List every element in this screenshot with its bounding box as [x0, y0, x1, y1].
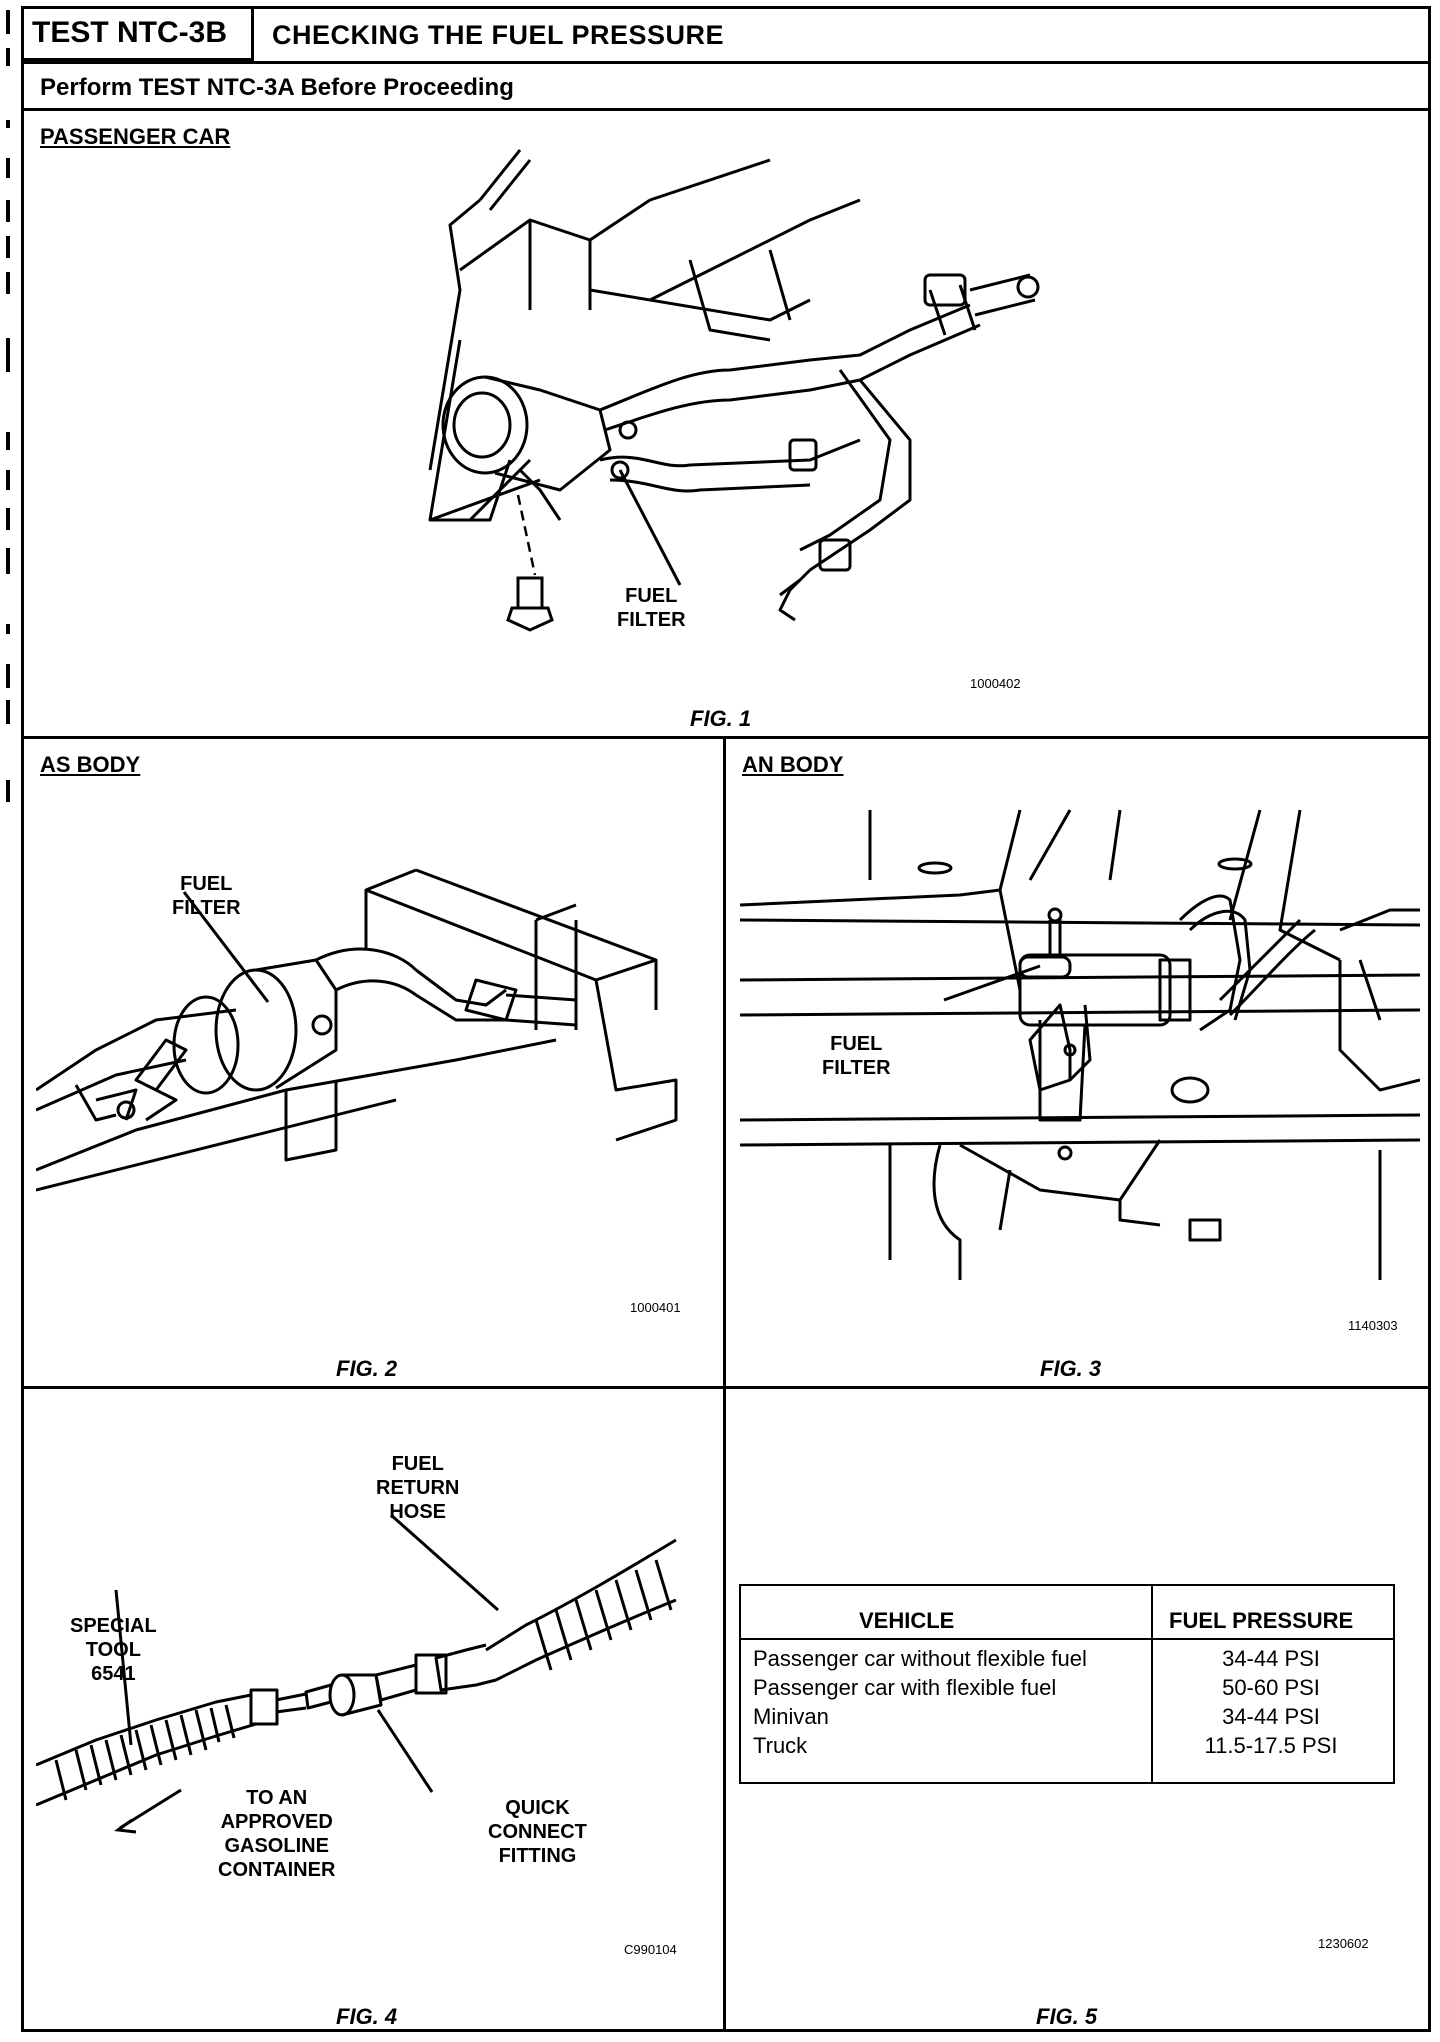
table-row-pressure: 34-44 PSI [1222, 1646, 1320, 1671]
fuel-filter-passenger-car-illustration [428, 149, 1040, 632]
test-id-box: TEST NTC-3B [24, 9, 254, 61]
fig4-container-label: TO AN APPROVED GASOLINE CONTAINER [218, 1787, 336, 1881]
fuel-filter-an-body-illustration [740, 809, 1420, 1280]
table-header-divider [741, 1638, 1393, 1640]
table-header-vehicle: VEHICLE [859, 1608, 955, 1633]
page-frame [21, 6, 1431, 2032]
page-subtitle: Perform TEST NTC-3A Before Proceeding [40, 74, 514, 101]
table-row-vehicle: Passenger car with flexible fuel [753, 1675, 1057, 1700]
fig1-section-title: PASSENGER CAR [40, 124, 231, 149]
subtitle-divider [24, 108, 1428, 111]
table-column-divider [1151, 1586, 1153, 1782]
scan-edge-marks [6, 10, 10, 802]
fig2-section-title: AS BODY [40, 752, 141, 777]
table-row-pressure: 34-44 PSI [1222, 1704, 1320, 1729]
page-title: CHECKING THE FUEL PRESSURE [272, 20, 725, 50]
fig23-bottom-divider [24, 1386, 1428, 1389]
fig2-image-code: 1000401 [630, 1300, 681, 1315]
bottom-row-divider [723, 1386, 726, 2029]
fig1-caption: FIG. 1 [690, 706, 752, 731]
fig1-fuel-filter-label: FUEL FILTER [617, 585, 686, 631]
fig4-caption: FIG. 4 [336, 2004, 398, 2029]
fig1-image-code: 1000402 [970, 676, 1021, 691]
table-row-pressure: 50-60 PSI [1222, 1675, 1320, 1700]
fig3-fuel-filter-label: FUEL FILTER [822, 1033, 891, 1079]
fig4-image-code: C990104 [624, 1942, 677, 1957]
table-row-vehicle: Passenger car without flexible fuel [753, 1646, 1087, 1671]
table-row-pressure: 11.5-17.5 PSI [1204, 1733, 1338, 1758]
fuel-pressure-table: VEHICLE FUEL PRESSURE Passenger car with… [739, 1584, 1395, 1784]
fig2-fuel-filter-label: FUEL FILTER [172, 873, 241, 919]
fig3-section-title: AN BODY [742, 752, 844, 777]
fig2-caption: FIG. 2 [336, 1356, 398, 1381]
middle-row-divider [723, 736, 726, 1386]
fig3-image-code: 1140303 [1348, 1318, 1398, 1333]
table-row-vehicle: Truck [753, 1733, 808, 1758]
fig1-bottom-divider [24, 736, 1428, 739]
table-row-vehicle: Minivan [753, 1704, 829, 1729]
fig4-special-tool-label: SPECIAL TOOL 6541 [70, 1615, 157, 1685]
fig5-caption: FIG. 5 [1036, 2004, 1098, 2029]
header-divider [24, 61, 1428, 64]
fig4-fuel-return-hose-label: FUEL RETURN HOSE [376, 1453, 460, 1523]
fuel-filter-as-body-illustration [36, 868, 678, 1192]
fig3-caption: FIG. 3 [1040, 1356, 1102, 1381]
fuel-return-hose-illustration [36, 1513, 677, 1834]
table-header-fuel-pressure: FUEL PRESSURE [1169, 1608, 1354, 1633]
fig4-quick-connect-label: QUICK CONNECT FITTING [488, 1797, 587, 1867]
fig5-image-code: 1230602 [1318, 1936, 1369, 1951]
